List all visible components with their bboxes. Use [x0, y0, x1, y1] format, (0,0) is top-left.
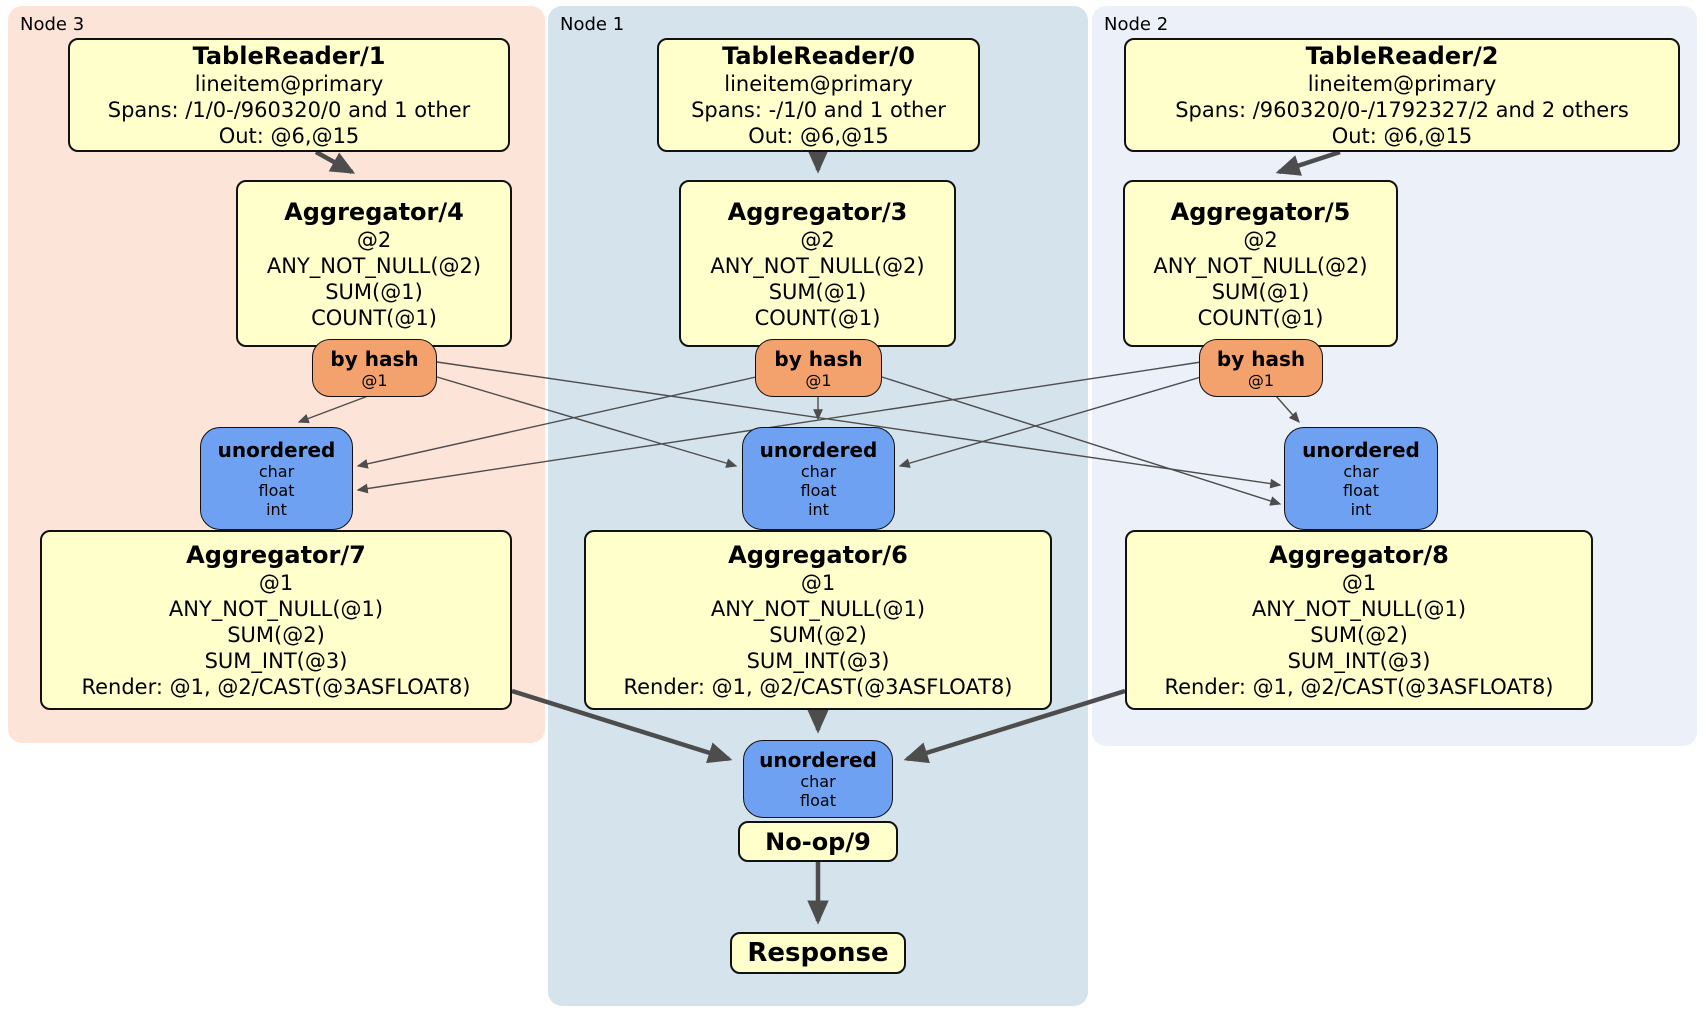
router-detail: @1 — [805, 370, 832, 390]
processor-detail: ANY_NOT_NULL(@2) — [1153, 253, 1368, 278]
sync-title: unordered — [1302, 438, 1420, 462]
sync-unordered-node1: unordered char float int — [742, 427, 895, 530]
processor-detail: Render: @1, @2/CAST(@3ASFLOAT8) — [1164, 675, 1554, 699]
sync-title: unordered — [759, 438, 878, 462]
router-by-hash-node3: by hash @1 — [312, 339, 437, 397]
processor-detail: SUM(@1) — [768, 279, 867, 304]
processor-title: TableReader/2 — [1305, 42, 1499, 70]
response-node: Response — [730, 932, 906, 974]
processor-title: Aggregator/8 — [1269, 541, 1449, 569]
sync-column: int — [266, 500, 287, 519]
sync-column: int — [808, 500, 829, 519]
processor-detail: Spans: /1/0-/960320/0 and 1 other — [107, 98, 471, 122]
processor-detail: COUNT(@1) — [754, 305, 881, 330]
processor-title: Aggregator/6 — [728, 541, 908, 569]
processor-noop-9: No-op/9 — [738, 821, 898, 862]
processor-detail: Render: @1, @2/CAST(@3ASFLOAT8) — [81, 675, 471, 699]
processor-aggregator-5: Aggregator/5 @2 ANY_NOT_NULL(@2) SUM(@1)… — [1123, 180, 1398, 347]
cluster-node2-label: Node 2 — [1104, 14, 1169, 35]
processor-detail: @1 — [1341, 571, 1377, 595]
sync-column: float — [1343, 481, 1379, 500]
processor-tablereader-2: TableReader/2 lineitem@primary Spans: /9… — [1124, 38, 1680, 152]
processor-detail: @2 — [800, 227, 835, 252]
processor-detail: SUM_INT(@3) — [746, 649, 890, 673]
processor-detail: SUM(@2) — [1310, 623, 1408, 647]
processor-detail: SUM(@2) — [227, 623, 325, 647]
sync-column: char — [1343, 462, 1379, 481]
processor-title: Aggregator/5 — [1170, 197, 1351, 226]
processor-detail: SUM(@2) — [769, 623, 867, 647]
processor-title: Aggregator/4 — [284, 197, 464, 226]
processor-aggregator-3: Aggregator/3 @2 ANY_NOT_NULL(@2) SUM(@1)… — [679, 180, 956, 347]
sync-column: float — [800, 481, 837, 500]
router-by-hash-node1: by hash @1 — [755, 339, 882, 397]
sync-column: int — [1350, 500, 1372, 519]
processor-detail: Spans: /960320/0-/1792327/2 and 2 others — [1175, 98, 1629, 122]
sync-column: char — [800, 462, 837, 481]
processor-detail: @1 — [258, 571, 294, 595]
processor-title: TableReader/0 — [722, 42, 915, 70]
processor-detail: ANY_NOT_NULL(@2) — [266, 253, 482, 278]
processor-detail: @1 — [800, 571, 836, 595]
sync-column: char — [258, 462, 295, 481]
sync-column: float — [800, 791, 836, 810]
processor-detail: @2 — [356, 227, 392, 252]
processor-aggregator-4: Aggregator/4 @2 ANY_NOT_NULL(@2) SUM(@1)… — [236, 180, 512, 347]
processor-tablereader-0: TableReader/0 lineitem@primary Spans: -/… — [657, 38, 980, 152]
sync-unordered-final: unordered char float — [743, 740, 893, 818]
processor-detail: Render: @1, @2/CAST(@3ASFLOAT8) — [623, 675, 1013, 699]
sync-title: unordered — [759, 748, 877, 772]
processor-detail: SUM(@1) — [1211, 279, 1310, 304]
processor-detail: Out: @6,@15 — [1331, 124, 1473, 148]
processor-detail: SUM_INT(@3) — [204, 649, 348, 673]
processor-title: TableReader/1 — [192, 42, 386, 70]
processor-aggregator-8: Aggregator/8 @1 ANY_NOT_NULL(@1) SUM(@2)… — [1125, 530, 1593, 710]
processor-detail: COUNT(@1) — [311, 305, 437, 330]
processor-detail: @2 — [1243, 227, 1278, 252]
processor-detail: ANY_NOT_NULL(@2) — [710, 253, 925, 278]
processor-detail: ANY_NOT_NULL(@1) — [710, 597, 926, 621]
sync-column: float — [258, 481, 295, 500]
router-title: by hash — [774, 346, 863, 371]
processor-detail: SUM_INT(@3) — [1287, 649, 1431, 673]
router-title: by hash — [1216, 346, 1306, 371]
processor-title: Response — [747, 938, 889, 968]
processor-detail: Out: @6,@15 — [218, 124, 360, 148]
processor-detail: lineitem@primary — [1307, 72, 1497, 96]
processor-flow-edges — [314, 149, 1341, 925]
router-by-hash-node2: by hash @1 — [1199, 339, 1323, 397]
processor-detail: lineitem@primary — [194, 72, 384, 96]
processor-title: Aggregator/7 — [186, 541, 366, 569]
processor-detail: Spans: -/1/0 and 1 other — [691, 98, 946, 122]
processor-aggregator-6: Aggregator/6 @1 ANY_NOT_NULL(@1) SUM(@2)… — [584, 530, 1052, 710]
processor-tablereader-1: TableReader/1 lineitem@primary Spans: /1… — [68, 38, 510, 152]
hash-to-sync-mesh-edges — [297, 361, 1300, 506]
cluster-node1-label: Node 1 — [560, 14, 625, 35]
processor-aggregator-7: Aggregator/7 @1 ANY_NOT_NULL(@1) SUM(@2)… — [40, 530, 512, 710]
router-detail: @1 — [361, 370, 388, 390]
processor-detail: COUNT(@1) — [1197, 305, 1324, 330]
processor-detail: ANY_NOT_NULL(@1) — [1251, 597, 1467, 621]
router-detail: @1 — [1247, 370, 1275, 390]
processor-title: No-op/9 — [765, 827, 871, 856]
sync-column: char — [800, 772, 836, 791]
processor-detail: Out: @6,@15 — [748, 124, 889, 148]
sync-unordered-node3: unordered char float int — [200, 427, 353, 530]
sync-unordered-node2: unordered char float int — [1284, 427, 1438, 530]
processor-title: Aggregator/3 — [727, 197, 908, 226]
router-title: by hash — [330, 346, 419, 371]
sync-title: unordered — [217, 438, 336, 462]
processor-detail: ANY_NOT_NULL(@1) — [168, 597, 384, 621]
processor-detail: SUM(@1) — [325, 279, 423, 304]
processor-detail: lineitem@primary — [724, 72, 913, 96]
cluster-node3-label: Node 3 — [20, 14, 85, 35]
